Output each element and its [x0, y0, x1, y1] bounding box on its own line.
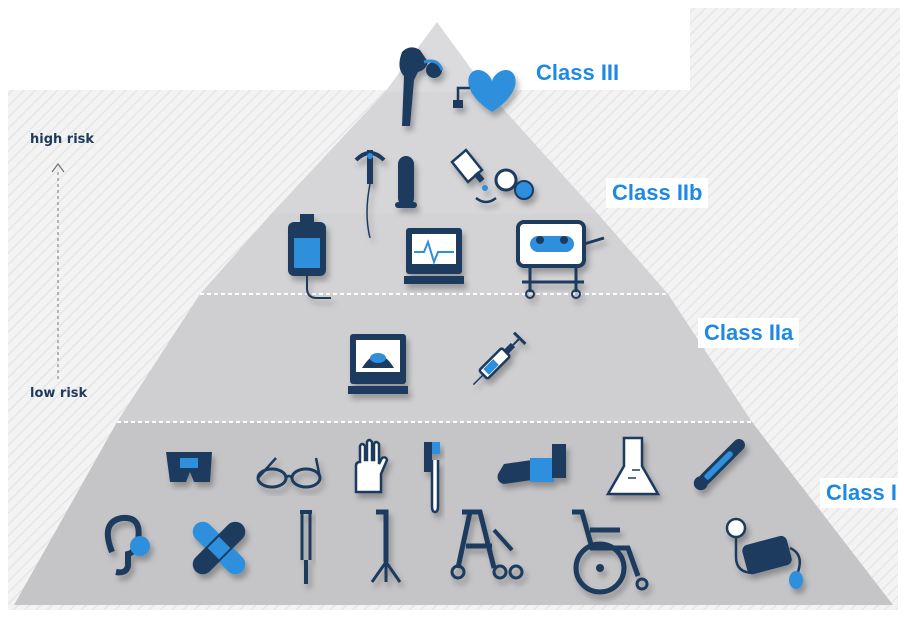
reflex-hammer-icon: [424, 442, 440, 514]
ultrasound-scanner-icon: [348, 334, 408, 394]
lab-flask-icon: [605, 436, 661, 496]
iud-contraceptive-icon: [354, 150, 386, 239]
low-risk-label: low risk: [30, 386, 88, 401]
class-iib-label: Class IIb: [606, 178, 709, 208]
arm-cast-icon: [497, 444, 566, 484]
rollator-walker-icon: [450, 509, 524, 580]
pacemaker-heart-icon: [453, 70, 516, 112]
infusion-bag-icon: [288, 214, 331, 299]
monitor-defibrillator-icon: [404, 228, 464, 284]
hip-joint-implant-icon: [399, 47, 444, 126]
baby-incubator-icon: [516, 220, 605, 299]
background-hatch-top: [690, 8, 900, 90]
class-i-label: Class I: [820, 478, 903, 508]
tier-class-iia: [117, 294, 752, 422]
surgical-glove-icon: [354, 438, 389, 494]
high-risk-label: high risk: [30, 132, 95, 147]
risk-axis: [51, 162, 65, 382]
thermometer-icon: [693, 439, 745, 491]
eyeglasses-icon: [256, 457, 322, 489]
blood-pressure-cuff-icon: [725, 517, 803, 589]
contact-lens-solution-icon: [450, 148, 534, 204]
diaper-icon: [166, 452, 212, 482]
risk-arrow-up-icon: [51, 162, 65, 173]
wheelchair-icon: [572, 509, 649, 595]
walking-cane-icon: [370, 509, 402, 583]
class-iia-label: Class IIa: [698, 318, 800, 348]
syringe-icon: [472, 331, 527, 386]
crutch-icon: [300, 510, 312, 584]
hearing-aid-icon: [104, 514, 150, 576]
bandage-icon: [192, 521, 246, 575]
condom-icon: [395, 156, 417, 208]
class-iii-label: Class III: [530, 58, 626, 88]
